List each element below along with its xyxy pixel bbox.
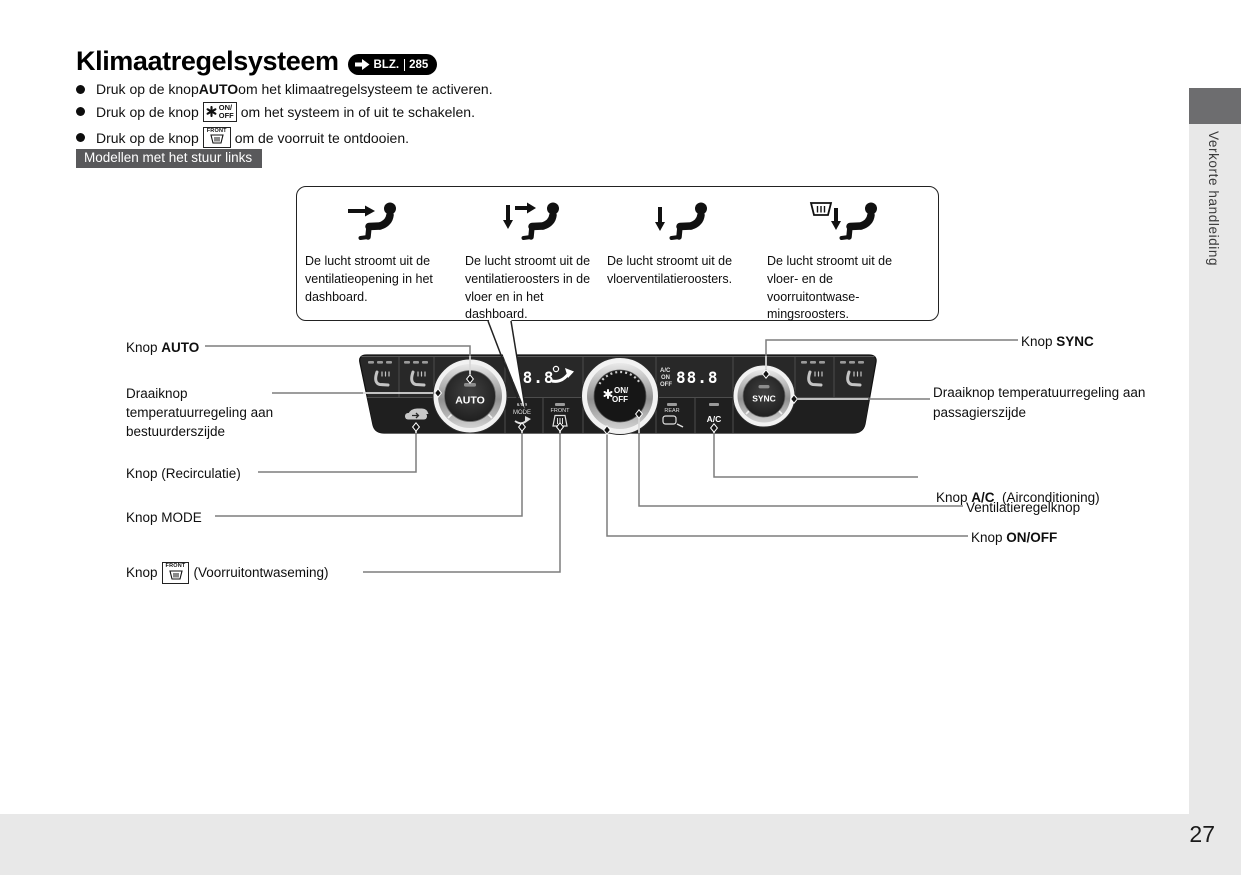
- defrost-floor-airflow-icon: [767, 197, 925, 244]
- driver-temp-display: 88.8: [512, 365, 574, 387]
- page-ref-badge: BLZ. 285: [347, 54, 438, 75]
- list-item: Druk op de knop AUTO om het klimaatregel…: [76, 80, 493, 98]
- svg-text:ON: ON: [661, 375, 670, 381]
- panel-body: 88.8 A/C ON OFF 88.8 MODE FRONT: [359, 354, 877, 435]
- bullet-text: om het klimaatregelsysteem te activeren.: [238, 81, 493, 97]
- front-defrost-icon: FRONT: [161, 562, 190, 584]
- passenger-temp-display: A/C ON OFF 88.8: [660, 368, 719, 388]
- airflow-callout: De lucht stroomt uit de ventilatieopenin…: [296, 186, 939, 321]
- callout-tail: [487, 318, 527, 411]
- list-item: Druk op de knop ON/OFF om het systeem in…: [76, 101, 493, 123]
- callout-item-text: De lucht stroomt uit de ventilatierooste…: [465, 254, 591, 322]
- auto-knob: AUTO: [432, 358, 508, 434]
- page-number: 27: [1189, 821, 1215, 847]
- label-knop-auto: Knop AUTO: [126, 340, 200, 355]
- fan-off-label: OFF: [218, 110, 234, 120]
- svg-text:OFF: OFF: [660, 382, 672, 388]
- svg-text:OFF: OFF: [612, 395, 628, 404]
- pointer-diamonds: [411, 369, 799, 435]
- callout-item: De lucht stroomt uit de vloerventilatier…: [607, 197, 757, 289]
- bullet-icon: [76, 84, 85, 94]
- bullet-text: Druk op de knop: [96, 81, 199, 97]
- bilevel-airflow-icon: [465, 197, 601, 244]
- label-knop-sync: Knop SYNC: [1021, 334, 1094, 349]
- bullet-icon: [76, 133, 85, 142]
- seat-heater-buttons: [368, 361, 864, 387]
- ventilated-seat-icon: [374, 370, 390, 387]
- ref-page: 285: [404, 58, 428, 71]
- vent-airflow-icon: [305, 197, 441, 244]
- recirculation-button: [405, 408, 429, 420]
- callout-item: De lucht stroomt uit de ventilatieopenin…: [305, 197, 441, 306]
- page-title: Klimaatregelsysteem: [76, 46, 339, 76]
- sidebar-section-label: Verkorte handleiding: [1206, 131, 1221, 267]
- label-onoff: Knop ON/OFF: [971, 530, 1058, 545]
- sync-knob: SYNC: [732, 364, 796, 428]
- svg-text:REAR: REAR: [664, 408, 679, 414]
- floor-airflow-icon: [607, 197, 757, 244]
- fan-icon: [603, 389, 613, 399]
- front-defrost-icon: FRONT: [202, 126, 231, 149]
- label-temp-driver: Draaiknop temperatuurregeling aan bestuu…: [126, 386, 274, 439]
- fan-on-off-knob: ON/ OFF: [581, 357, 659, 435]
- callout-item: De lucht stroomt uit de ventilatierooste…: [465, 197, 601, 324]
- front-label: FRONT: [206, 127, 227, 134]
- header: Klimaatregelsysteem BLZ. 285: [76, 46, 438, 77]
- list-item: Druk op de knop FRONT om de voorruit te …: [76, 126, 493, 150]
- model-variant-badge: Modellen met het stuur links: [76, 149, 263, 168]
- bullet-text: om het systeem in of uit te schakelen.: [240, 103, 475, 120]
- ref-label: BLZ.: [373, 58, 400, 71]
- bullet-text: Druk op de knop: [96, 129, 199, 146]
- arrow-icon: [354, 59, 370, 70]
- heated-seat-icon: [410, 370, 426, 387]
- svg-text:ON/: ON/: [614, 386, 629, 395]
- label-temp-passenger: Draaiknop temperatuurregeling aan passag…: [933, 385, 1146, 420]
- fan-icon: [206, 106, 217, 118]
- heated-seat-icon: [807, 370, 823, 387]
- windshield-defrost-glyph: [209, 134, 224, 144]
- footer-strip: [0, 814, 1241, 875]
- bullet-text: Druk op de knop: [96, 103, 199, 120]
- fan-on-label: ON/: [218, 103, 233, 112]
- windshield-defrost-glyph: [168, 569, 183, 580]
- svg-text:FRONT: FRONT: [551, 408, 571, 414]
- rear-defrost-button: REAR: [662, 403, 684, 428]
- svg-text:88.8: 88.8: [512, 368, 555, 387]
- section-sidebar: [1189, 88, 1241, 875]
- callout-item: De lucht stroomt uit de vloer- en de voo…: [767, 197, 925, 324]
- front-defrost-button: FRONT: [551, 403, 571, 427]
- label-front: Knop FRONT (Voorruitontwaseming): [126, 561, 329, 585]
- label-mode: Knop MODE: [126, 510, 202, 525]
- mode-button: MODE: [513, 403, 531, 425]
- label-recirculatie: Knop (Recirculatie): [126, 466, 241, 481]
- callout-item-text: De lucht stroomt uit de vloerventilatier…: [607, 254, 733, 286]
- ventilated-seat-icon: [846, 370, 862, 387]
- svg-text:A/C: A/C: [660, 368, 671, 374]
- bullet-text: om de voorruit te ontdooien.: [234, 129, 410, 146]
- bullet-text-bold: AUTO: [198, 81, 239, 97]
- ac-button: A/C: [707, 403, 722, 424]
- section-tab: [1189, 88, 1241, 124]
- bullet-icon: [76, 107, 85, 117]
- label-ventilatieregelknop: Ventilatieregelknop: [966, 500, 1081, 515]
- svg-text:AUTO: AUTO: [455, 395, 485, 407]
- callout-item-text: De lucht stroomt uit de ventilatieopenin…: [305, 254, 433, 304]
- svg-text:A/C: A/C: [707, 414, 722, 424]
- fan-on-off-icon: ON/OFF: [202, 102, 237, 122]
- svg-text:SYNC: SYNC: [752, 394, 776, 404]
- instruction-list: Druk op de knop AUTO om het klimaatregel…: [76, 80, 493, 152]
- annotation-lines: [205, 339, 1018, 573]
- svg-text:MODE: MODE: [513, 410, 531, 416]
- callout-item-text: De lucht stroomt uit de vloer- en de voo…: [767, 254, 893, 322]
- svg-text:88.8: 88.8: [676, 368, 719, 387]
